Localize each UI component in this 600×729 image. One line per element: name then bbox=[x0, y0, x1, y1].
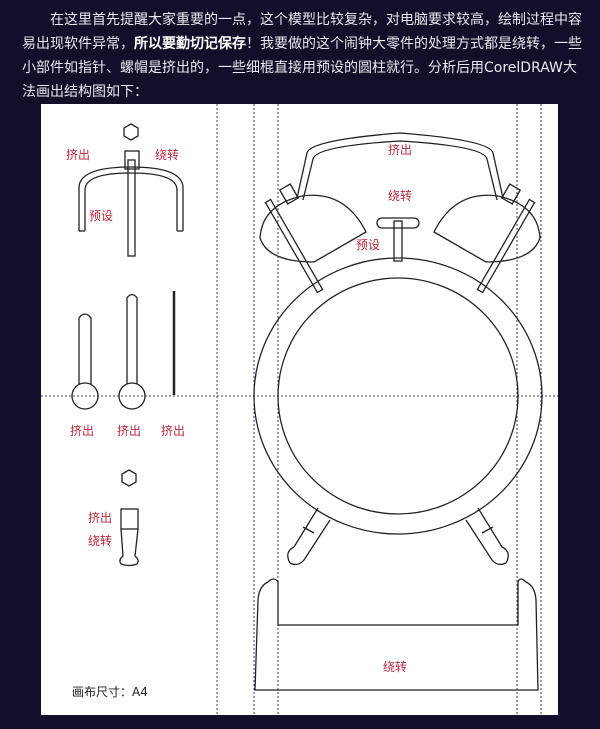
canvas-size-note: 画布尺寸：A4 bbox=[72, 685, 148, 699]
label-hand2-extrude: 挤出 bbox=[117, 424, 142, 438]
clock-base bbox=[254, 578, 539, 691]
label-hand1-extrude: 挤出 bbox=[70, 424, 95, 438]
right-hammer bbox=[476, 183, 536, 294]
label-clock-top-extrude: 挤出 bbox=[388, 143, 413, 157]
label-hand3-extrude: 挤出 bbox=[161, 424, 186, 438]
label-handle-preset: 预设 bbox=[89, 209, 114, 223]
right-leg bbox=[465, 507, 509, 566]
hand-1 bbox=[78, 313, 92, 384]
label-nut-extrude: 挤出 bbox=[88, 511, 113, 525]
label-handle-extrude: 挤出 bbox=[66, 148, 91, 162]
left-bell bbox=[259, 194, 367, 263]
label-handle-revolve: 绕转 bbox=[155, 148, 180, 162]
label-nut-revolve: 绕转 bbox=[88, 534, 113, 548]
right-bell bbox=[433, 194, 541, 263]
clock-face bbox=[277, 277, 519, 515]
hand-2 bbox=[126, 293, 138, 384]
clock-outer-ring bbox=[253, 257, 543, 535]
clock-knob bbox=[376, 217, 420, 229]
left-hammer bbox=[264, 183, 324, 294]
label-clock-knob-revolve: 绕转 bbox=[388, 189, 413, 203]
intro-text-2: ！我要做的这个闹钟大零件的处理方式都是绕转，一些小部件如指针、螺帽是挤出的，一些… bbox=[22, 36, 582, 100]
foot-nut-hexagon-icon bbox=[121, 469, 137, 487]
intro-emphasis: 所以要勤切记保存 bbox=[134, 36, 246, 52]
intro-paragraph: 在这里首先提醒大家重要的一点，这个模型比较复杂，对电脑要求较高，绘制过程中容易出… bbox=[22, 8, 582, 104]
intro-text-1: 在这里首先提醒大家重要的一点，这个模型比较复杂，对电脑要求较高，绘制过程中容易出… bbox=[22, 12, 582, 52]
handle-nut-hexagon-icon bbox=[123, 123, 139, 141]
label-base-revolve: 绕转 bbox=[383, 660, 408, 674]
structure-diagram-canvas bbox=[41, 104, 558, 715]
label-clock-preset: 预设 bbox=[356, 238, 381, 252]
left-leg bbox=[287, 507, 331, 566]
